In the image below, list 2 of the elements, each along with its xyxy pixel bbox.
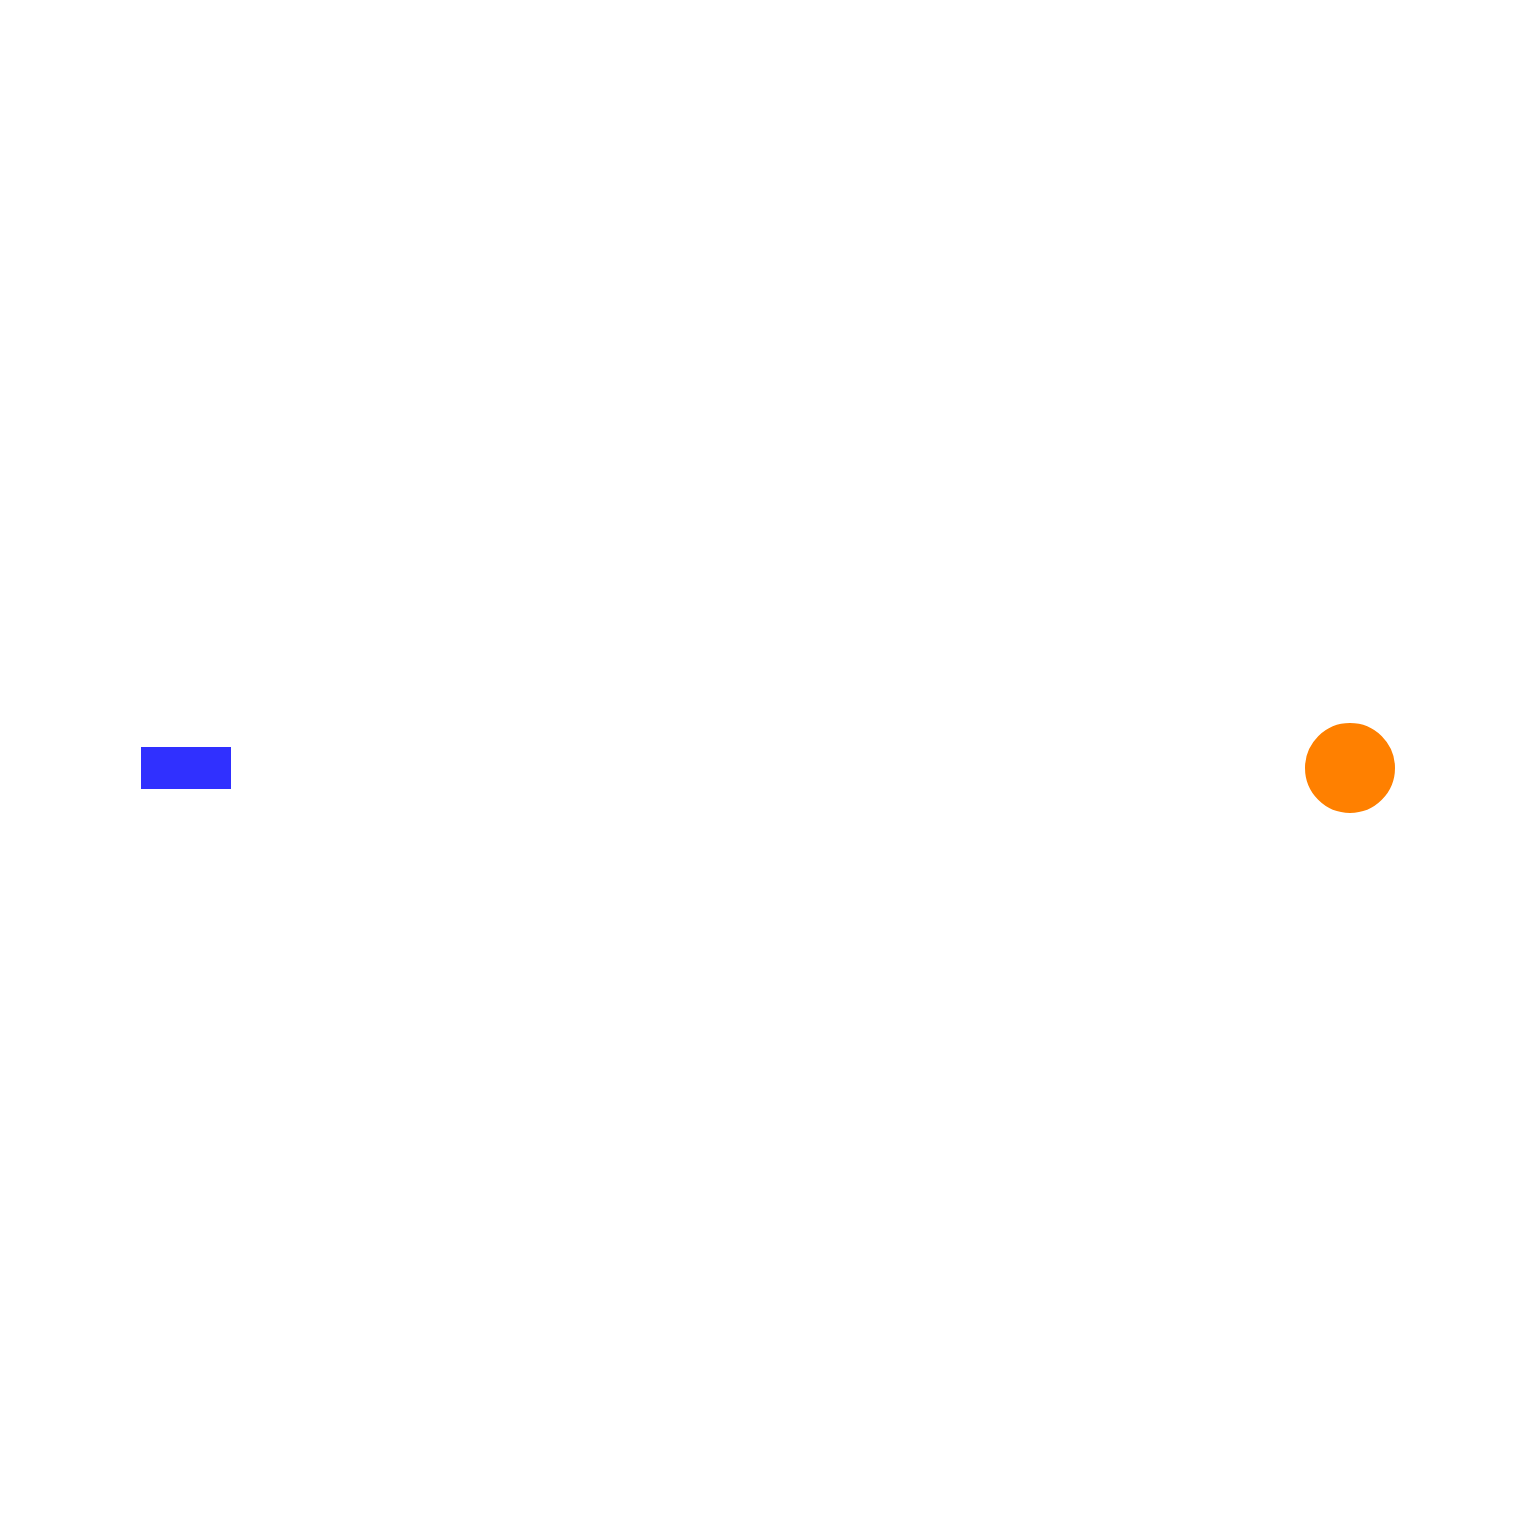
- node-box: [141, 747, 231, 789]
- node-circle: [1305, 723, 1395, 813]
